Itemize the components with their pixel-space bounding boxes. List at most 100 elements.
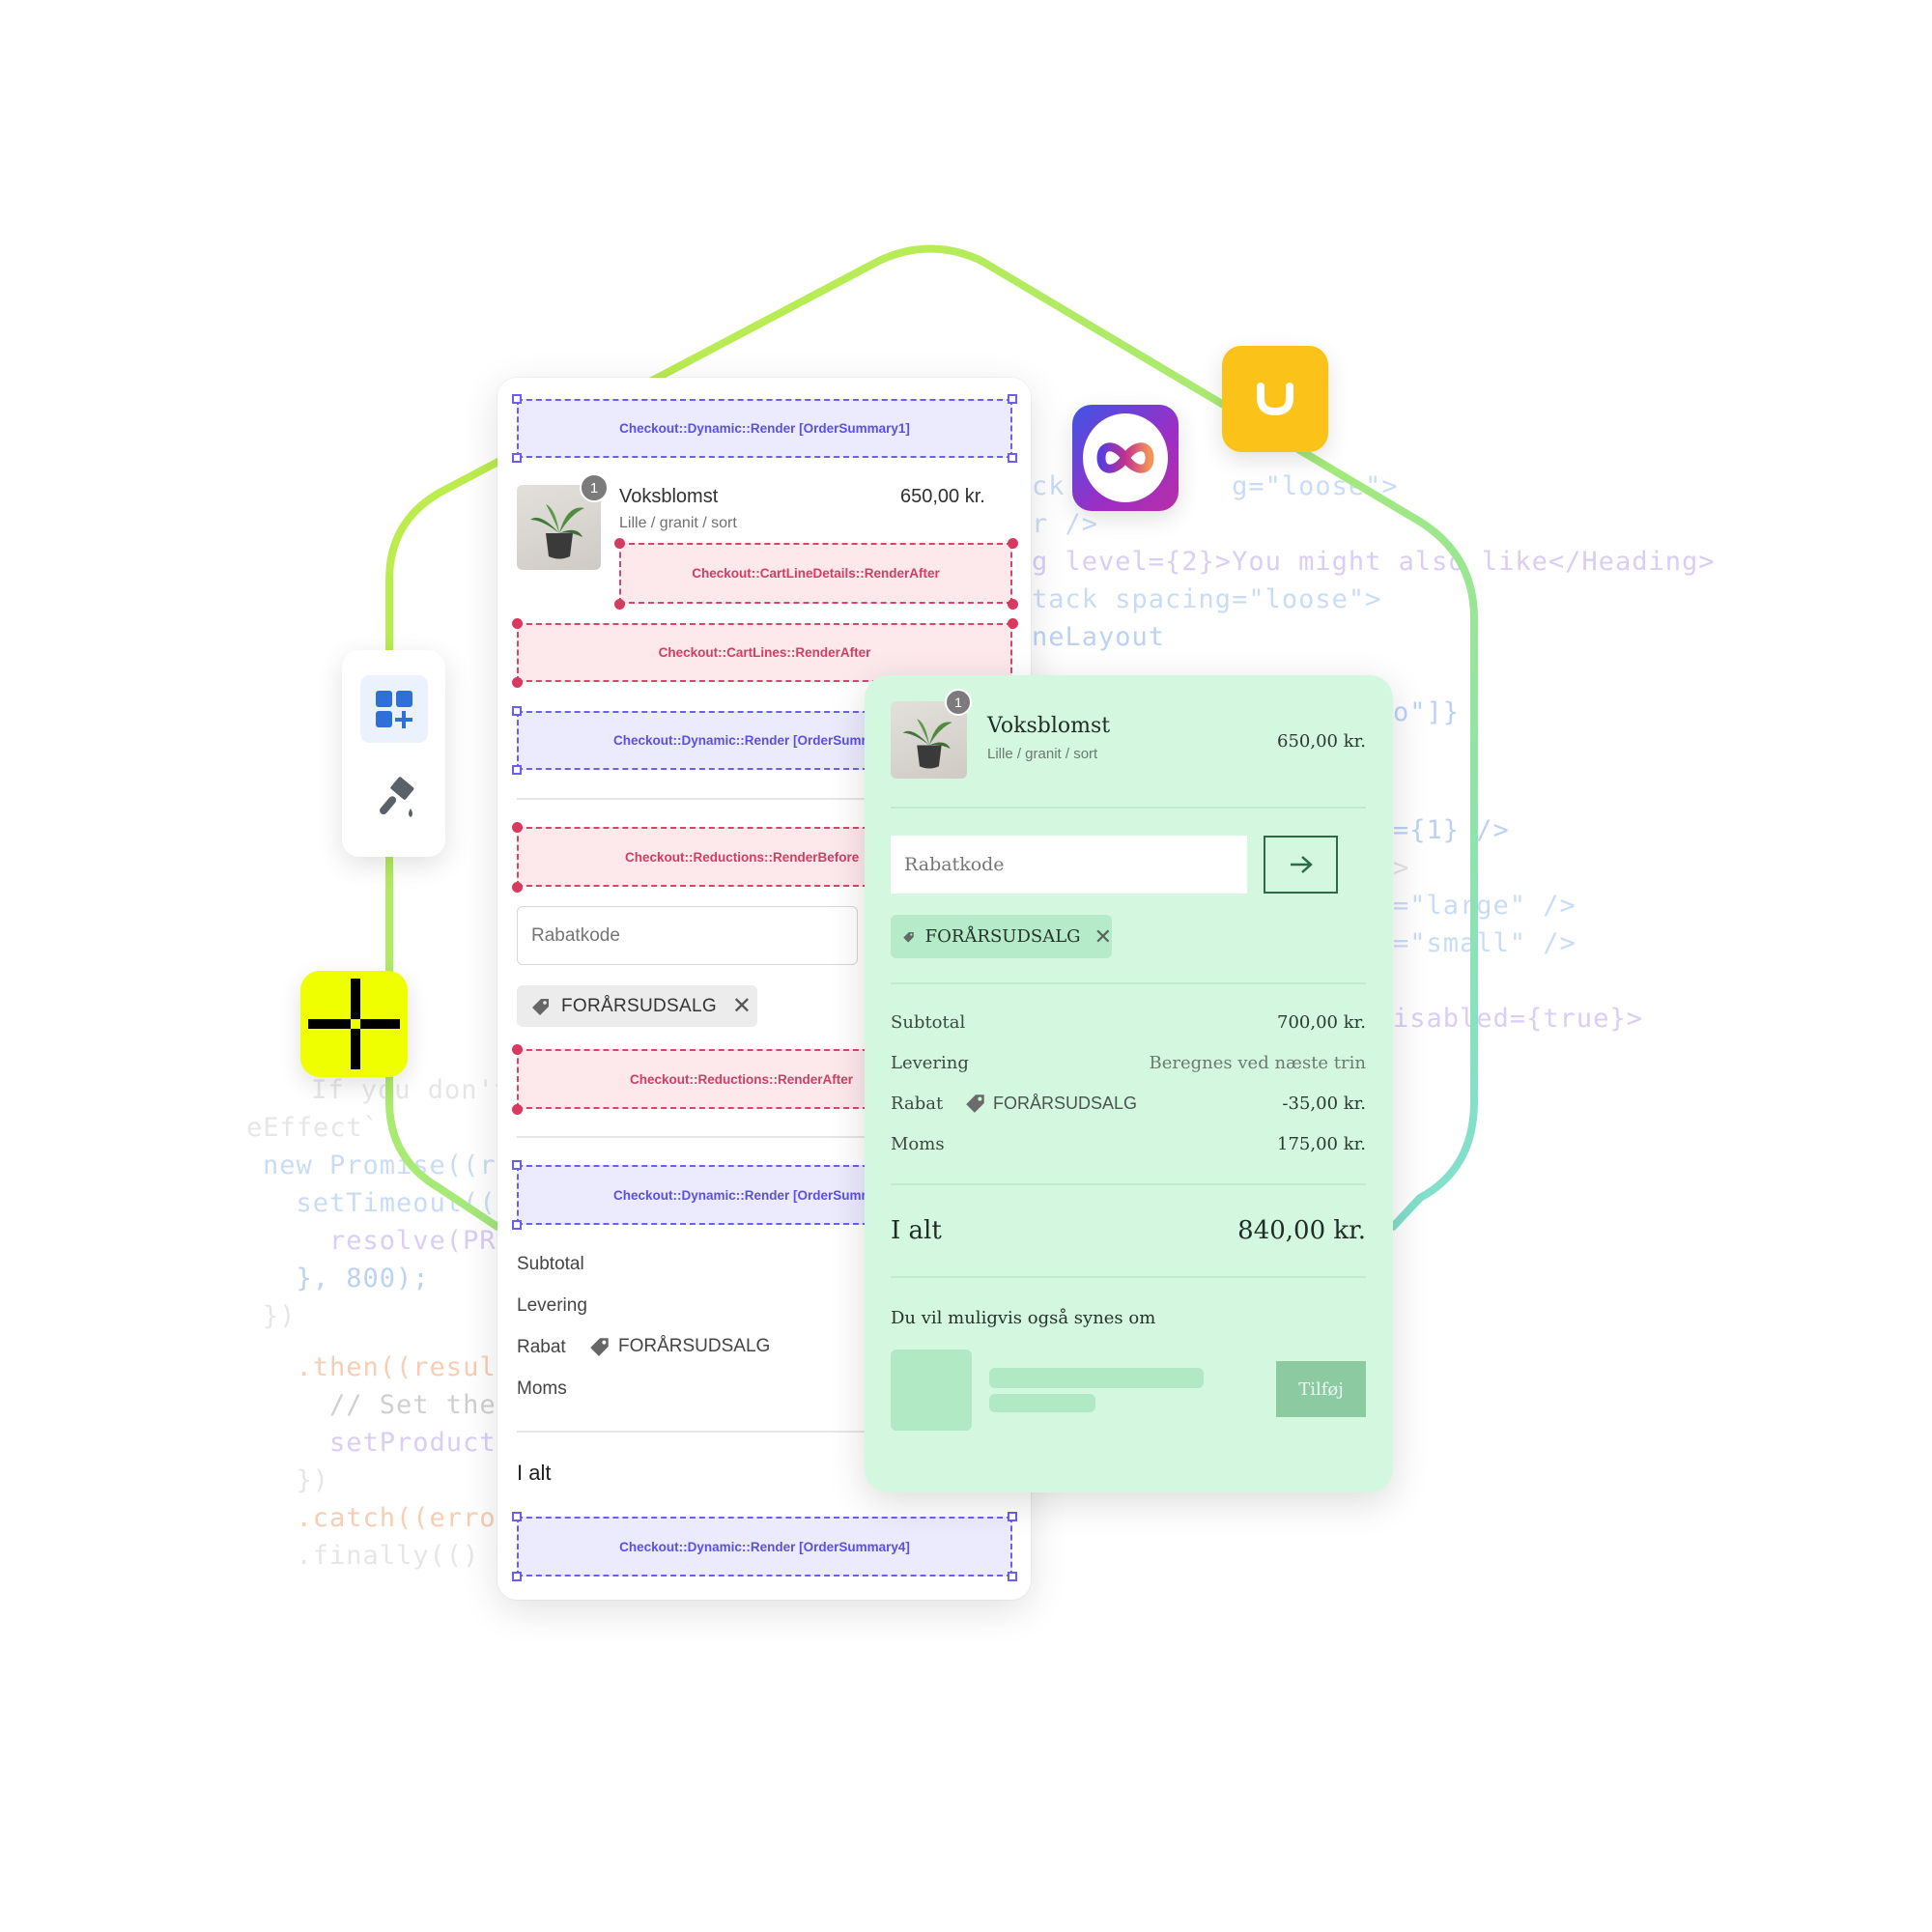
resize-handle[interactable] <box>1008 1572 1017 1581</box>
code-text: .then((result <box>263 1352 513 1382</box>
discount-code-input[interactable] <box>891 836 1247 894</box>
slot-corner-dot <box>614 538 625 549</box>
slot-label: Checkout::Dynamic::Render [OrderSummary1… <box>619 421 910 436</box>
add-upsell-label: Tilføj <box>1298 1378 1344 1400</box>
code-line: o"]} <box>1393 697 1460 727</box>
resize-handle[interactable] <box>1008 1512 1017 1521</box>
tax-label: Moms <box>891 1134 945 1154</box>
code-line: g level={2}>You might also like</Heading… <box>1032 547 1715 577</box>
resize-handle[interactable] <box>512 706 522 716</box>
code-line: tack spacing="loose"> <box>1032 584 1381 614</box>
product-name: Voksblomst <box>619 486 719 507</box>
infinity-app-icon[interactable] <box>1072 405 1179 511</box>
product-name: Voksblomst <box>987 714 1111 738</box>
code-text: neLayout <box>1032 622 1166 652</box>
total-label: I alt <box>517 1461 552 1485</box>
tag-icon <box>966 1094 984 1113</box>
code-line: r /> <box>1032 509 1098 539</box>
code-text: new Promise((re <box>263 1151 513 1180</box>
extension-slot-order-summary-1[interactable]: Checkout::Dynamic::Render [OrderSummary1… <box>517 399 1012 458</box>
divider <box>517 798 1012 800</box>
code-text: tack spacing="loose"> <box>1032 584 1382 614</box>
tag-icon <box>903 931 914 943</box>
product-price: 650,00 kr. <box>900 486 985 507</box>
slot-corner-dot <box>512 882 523 893</box>
discount-code-text: FORÅRSUDSALG <box>993 1093 1138 1113</box>
quantity-badge: 1 <box>945 689 972 716</box>
slot-corner-dot <box>1008 599 1018 610</box>
code-line: ={1} /> <box>1393 815 1510 845</box>
product-price: 650,00 kr. <box>1277 731 1366 752</box>
slot-corner-dot <box>512 677 523 688</box>
code-text: // Set the <box>263 1390 497 1420</box>
discount-tag-chip: FORÅRSUDSALG ✕ <box>517 985 757 1027</box>
code-text: .finally(() = <box>263 1541 513 1571</box>
code-line: setProducts <box>263 1428 513 1458</box>
product-variant: Lille / granit / sort <box>987 746 1098 762</box>
add-upsell-button[interactable]: Tilføj <box>1276 1361 1366 1417</box>
tag-icon <box>532 998 549 1015</box>
code-line: ="small" /> <box>1393 928 1577 958</box>
extension-slot-cart-lines-after[interactable]: Checkout::CartLines::RenderAfter <box>517 623 1012 682</box>
discount-code-text: FORÅRSUDSALG <box>618 1336 771 1356</box>
total-value: 840,00 kr. <box>1237 1216 1366 1245</box>
slot-label: Checkout::CartLines::RenderAfter <box>658 645 871 660</box>
code-line: resolve(PRO <box>263 1226 513 1256</box>
remove-discount-icon[interactable]: ✕ <box>1094 923 1112 949</box>
smile-icon <box>1257 383 1293 416</box>
extension-slot-cart-line-details-after[interactable]: Checkout::CartLineDetails::RenderAfter <box>619 543 1012 604</box>
add-block-button[interactable] <box>360 675 428 743</box>
apply-discount-button[interactable] <box>1264 836 1338 894</box>
slot-label: Checkout::Dynamic::Render [OrderSummary4… <box>619 1539 910 1554</box>
paint-brush-icon <box>380 777 414 817</box>
infinity-icon <box>1096 442 1154 473</box>
code-line: ="large" /> <box>1393 891 1577 921</box>
product-variant: Lille / granit / sort <box>619 515 737 531</box>
quantity-value: 1 <box>954 695 962 710</box>
code-text: ={1} /> <box>1393 815 1510 845</box>
code-line: }) <box>263 1301 297 1331</box>
resize-handle[interactable] <box>512 1220 522 1230</box>
code-text: g level={2}>You might also like</Heading… <box>1032 547 1716 577</box>
resize-handle[interactable] <box>512 453 522 463</box>
tag-icon <box>590 1338 609 1356</box>
shipping-label: Levering <box>517 1295 587 1316</box>
resize-handle[interactable] <box>512 1160 522 1170</box>
code-line: }) <box>263 1465 329 1495</box>
resize-handle[interactable] <box>512 765 522 775</box>
code-line: new Promise((re <box>263 1151 513 1180</box>
upsell-image-placeholder <box>891 1350 972 1431</box>
code-line: .catch((error <box>263 1503 513 1533</box>
code-text: }, 800); <box>263 1264 430 1293</box>
subtotal-label: Subtotal <box>891 1012 966 1033</box>
resize-handle[interactable] <box>512 1512 522 1521</box>
code-line: neLayout <box>1032 622 1165 652</box>
smile-app-icon[interactable] <box>1222 346 1328 452</box>
code-text: ="large" /> <box>1393 891 1577 921</box>
resize-handle[interactable] <box>1008 453 1017 463</box>
slot-corner-dot <box>512 1104 523 1115</box>
plus-cross-app-icon[interactable] <box>300 971 408 1077</box>
quantity-value: 1 <box>589 479 599 497</box>
cross-center <box>351 1019 360 1029</box>
discount-label: Rabat <box>517 1337 566 1357</box>
discount-code-input[interactable] <box>517 906 858 965</box>
resize-handle[interactable] <box>1008 394 1017 404</box>
extension-slot-order-summary-4[interactable]: Checkout::Dynamic::Render [OrderSummary4… <box>517 1517 1012 1577</box>
resize-handle[interactable] <box>512 1572 522 1581</box>
divider <box>891 1183 1366 1185</box>
resize-handle[interactable] <box>512 394 522 404</box>
code-text: .catch((error <box>263 1503 513 1533</box>
code-line: .then((result <box>263 1352 513 1382</box>
slot-corner-dot <box>512 1044 523 1055</box>
plant-image <box>530 504 584 559</box>
tax-label: Moms <box>517 1378 567 1399</box>
discount-tag-label: FORÅRSUDSALG <box>924 926 1081 947</box>
customize-button[interactable] <box>360 764 428 832</box>
code-line: .finally(() = <box>263 1541 513 1571</box>
code-line: ck g="loose"> <box>1032 471 1399 501</box>
slot-corner-dot <box>614 599 625 610</box>
slot-corner-dot <box>1008 538 1018 549</box>
remove-discount-icon[interactable]: ✕ <box>731 993 753 1019</box>
arrow-right-icon <box>1290 856 1313 873</box>
